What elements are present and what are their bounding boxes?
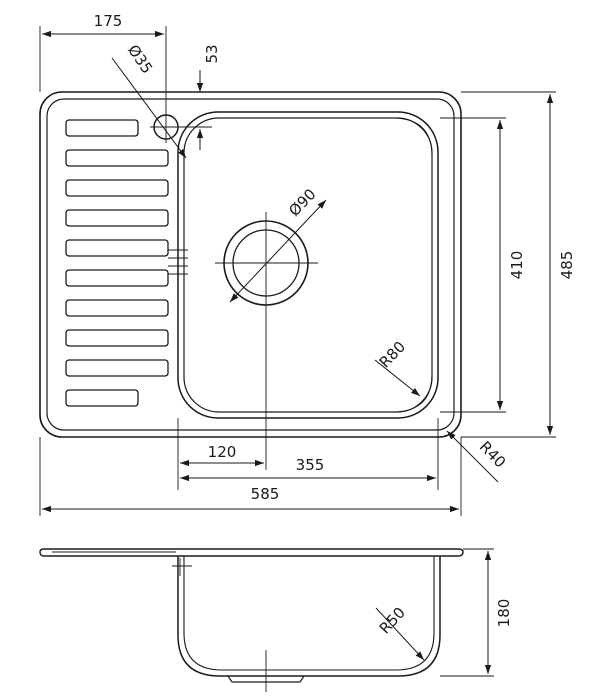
drainboard-slot <box>65 299 169 317</box>
dim-outer-corner-radius: R40 <box>476 438 509 472</box>
dim-overall-width: 585 <box>251 485 280 503</box>
sink-outer-rim <box>39 91 462 438</box>
dim-faucet-top-offset: 53 <box>203 44 221 63</box>
top-view: 175 53 Ø35 Ø90 410 485 R80 R40 120 <box>39 12 576 516</box>
drainboard-slot <box>65 149 169 167</box>
drainboard-slots <box>65 119 169 407</box>
drainboard-slot <box>65 389 139 407</box>
drainboard-slot <box>65 179 169 197</box>
drainboard-slot <box>65 119 139 137</box>
drainboard-slot <box>65 359 169 377</box>
sink-inner-rim <box>46 98 455 431</box>
side-bowl-inner <box>183 556 435 671</box>
side-rim-flange <box>39 548 464 557</box>
side-view: R50 180 <box>39 548 513 692</box>
dim-drain-diameter: Ø90 <box>285 185 319 220</box>
dim-faucet-hole-diameter: Ø35 <box>124 41 156 77</box>
dim-drain-offset: 120 <box>208 443 237 461</box>
bowl-inner <box>183 117 433 413</box>
centre-ticks <box>168 249 188 275</box>
dim-overall-length: 485 <box>558 251 576 280</box>
drainboard-slot <box>65 329 169 347</box>
drainboard-slot <box>65 209 169 227</box>
side-bowl-outer <box>177 556 441 677</box>
dim-bowl-corner-radius: R80 <box>376 338 409 372</box>
dim-side-depth: 180 <box>495 599 513 628</box>
dim-bowl-width: 355 <box>296 456 325 474</box>
drainboard-slot <box>65 239 169 257</box>
drainboard-slot <box>65 269 169 287</box>
bowl-outer <box>177 111 439 419</box>
dim-bowl-length: 410 <box>508 251 526 280</box>
dim-side-bowl-radius: R50 <box>376 604 409 638</box>
dim-faucet-offset: 175 <box>94 12 123 30</box>
